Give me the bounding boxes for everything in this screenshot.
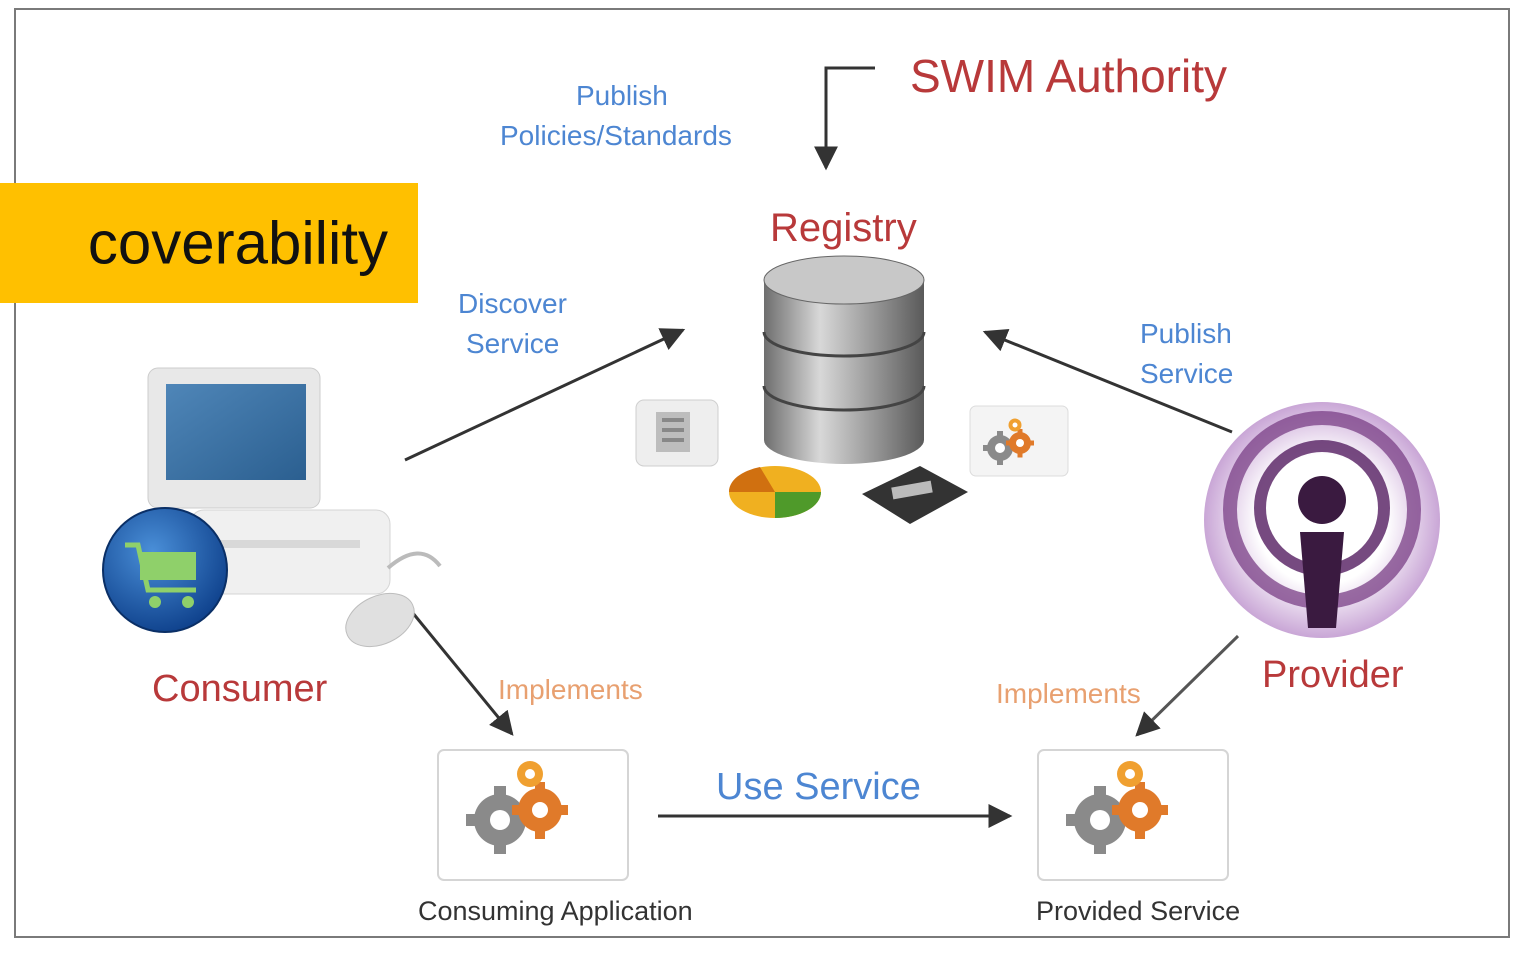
publish-policies-label-line2: Policies/Standards: [500, 120, 732, 151]
swim-authority-label: SWIM Authority: [910, 50, 1227, 102]
use-service-label: Use Service: [716, 766, 921, 808]
gears-icon: [969, 405, 1069, 477]
banner-text: coverability: [87, 209, 388, 277]
shopping-cart-icon: [102, 507, 228, 633]
provided-service-icon: [1037, 749, 1229, 881]
arrow-discover-service: [404, 328, 686, 462]
implements-label-right: Implements: [996, 678, 1141, 709]
consuming-application-icon: [437, 749, 629, 881]
pie-chart-icon: [728, 466, 821, 518]
broadcast-icon: [1204, 402, 1440, 638]
provider-label: Provider: [1262, 654, 1404, 696]
arrow-swim-to-registry: [814, 66, 875, 171]
arrow-provider-implements: [1135, 634, 1240, 737]
computer-icon: [147, 367, 391, 595]
registry-label: Registry: [770, 206, 917, 250]
arrow-publish-service: [982, 328, 1233, 434]
document-icon: [635, 399, 719, 467]
publish-policies-label-line1: Publish: [576, 80, 668, 111]
publish-service-label-line1: Publish: [1140, 318, 1232, 349]
provided-service-label: Provided Service: [1036, 896, 1241, 926]
discover-service-label-line1: Discover: [458, 288, 567, 319]
mouse-icon: [345, 551, 442, 648]
discoverability-banner: coverability: [0, 183, 418, 303]
consuming-application-label: Consuming Application: [418, 896, 693, 926]
consumer-label: Consumer: [152, 668, 328, 710]
arrow-consumer-implements: [410, 611, 514, 736]
database-icon: [762, 255, 926, 464]
publish-service-label-line2: Service: [1140, 358, 1234, 389]
keyboard-icon: [862, 466, 968, 524]
discover-service-label-line2: Service: [466, 328, 560, 359]
implements-label-left: Implements: [498, 674, 643, 705]
